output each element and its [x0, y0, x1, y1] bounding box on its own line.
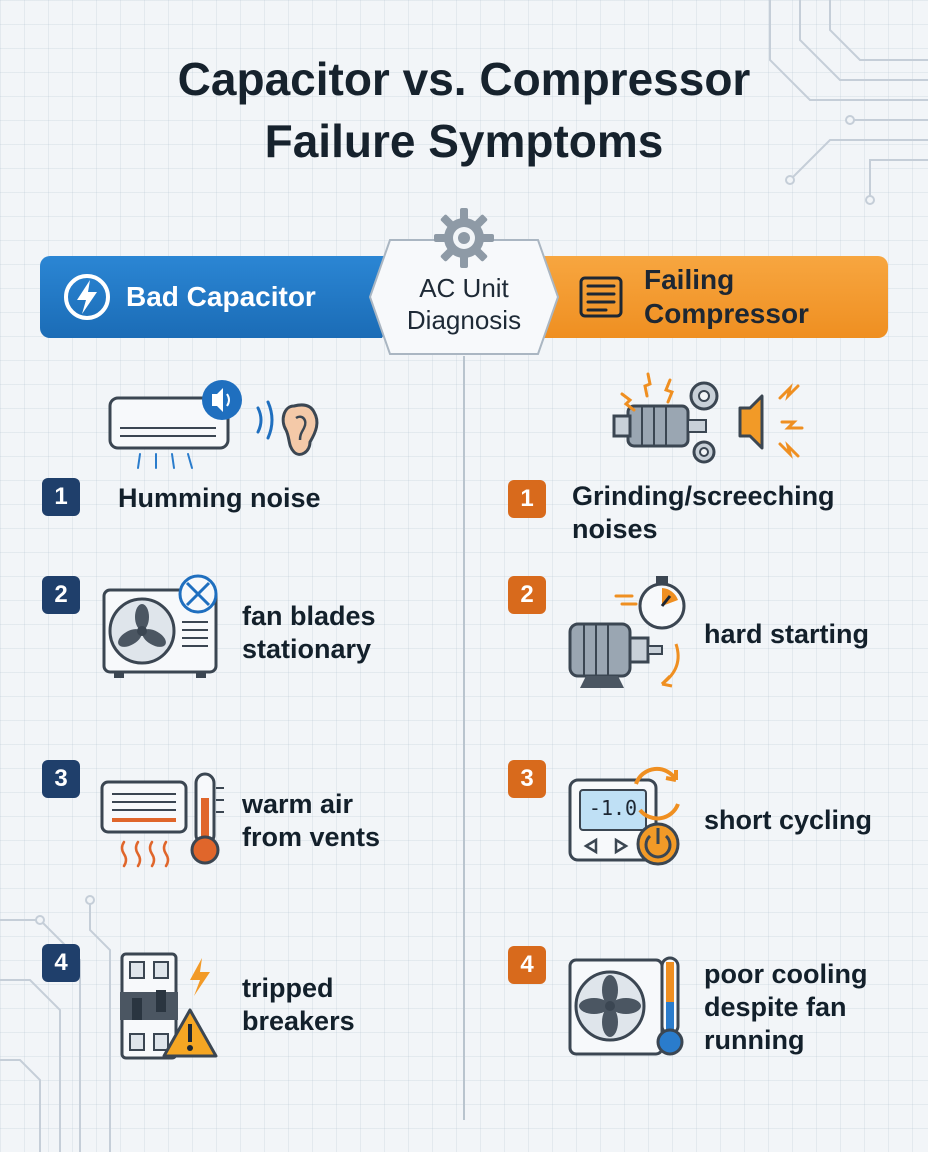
- center-badge-text: AC Unit Diagnosis: [368, 272, 560, 336]
- left-item-2-line-2: stationary: [242, 634, 372, 664]
- thermostat-display: -1.0: [588, 796, 638, 820]
- circuit-decoration-bottom-left: [0, 895, 111, 1152]
- right-item-4-line-1: poor cooling: [704, 959, 868, 989]
- title-line-2: Failure Symptoms: [264, 115, 664, 167]
- lightning-bolt-icon: [64, 274, 110, 320]
- center-badge-line-1: AC Unit: [419, 273, 509, 303]
- left-item-1-number: 1: [42, 478, 80, 516]
- left-item-4-line-2: breakers: [242, 1006, 355, 1036]
- failing-compressor-banner: Failing Compressor: [500, 256, 888, 338]
- left-item-3-number: 3: [42, 760, 80, 798]
- motor-stopwatch-icon: [568, 576, 686, 688]
- right-item-1-line-1: Grinding/screeching: [572, 481, 835, 511]
- left-item-3-line-2: from vents: [242, 822, 381, 852]
- grinding-gears-speaker-icon: [612, 372, 804, 464]
- ac-unit-humming-ear-icon: [108, 380, 319, 469]
- left-item-2-line-1: fan blades: [242, 601, 376, 631]
- right-item-1-label: Grinding/screeching noises: [572, 480, 835, 546]
- right-item-2-number: 2: [508, 576, 546, 614]
- right-item-4-number: 4: [508, 946, 546, 984]
- right-item-4-label: poor cooling despite fan running: [704, 958, 867, 1057]
- failing-compressor-heading-line-1: Failing: [644, 264, 735, 295]
- bad-capacitor-banner: Bad Capacitor: [40, 256, 420, 338]
- right-item-4-line-3: running: [704, 1025, 805, 1055]
- gear-icon: [434, 208, 494, 268]
- right-item-2-line-1: hard starting: [704, 619, 870, 649]
- right-item-1-line-2: noises: [572, 514, 658, 544]
- tripped-breaker-warning-icon: [120, 952, 218, 1060]
- center-diagnosis-badge: [368, 239, 560, 355]
- left-item-3-line-1: warm air: [242, 789, 354, 819]
- left-item-3-label: warm air from vents: [242, 788, 380, 854]
- left-item-4-label: tripped breakers: [242, 972, 355, 1038]
- left-item-1-line-1: Humming noise: [118, 483, 321, 513]
- right-item-4-line-2: despite fan: [704, 992, 847, 1022]
- right-item-2-label: hard starting: [704, 618, 869, 651]
- fan-unit-cold-thermometer-icon: [568, 956, 684, 1056]
- right-item-3-line-1: short cycling: [704, 805, 873, 835]
- right-item-3-number: 3: [508, 760, 546, 798]
- left-item-4-line-1: tripped: [242, 973, 334, 1003]
- page-title: Capacitor vs. Compressor Failure Symptom…: [0, 48, 928, 172]
- left-item-2-label: fan blades stationary: [242, 600, 376, 666]
- warm-vent-thermometer-icon: [100, 772, 224, 868]
- bad-capacitor-heading: Bad Capacitor: [126, 281, 316, 312]
- column-divider: [463, 356, 465, 1120]
- title-line-1: Capacitor vs. Compressor: [177, 53, 751, 105]
- left-item-4-number: 4: [42, 944, 80, 982]
- compressor-coil-icon: [579, 276, 623, 318]
- failing-compressor-heading-line-2: Compressor: [644, 298, 809, 329]
- thermostat-cycle-power-icon: -1.0: [566, 764, 690, 868]
- right-item-3-label: short cycling: [704, 804, 872, 837]
- center-badge-line-2: Diagnosis: [406, 305, 522, 335]
- stopped-fan-unit-icon: [102, 574, 218, 678]
- left-item-2-number: 2: [42, 576, 80, 614]
- left-item-1-label: Humming noise: [118, 482, 321, 515]
- right-item-1-number: 1: [508, 480, 546, 518]
